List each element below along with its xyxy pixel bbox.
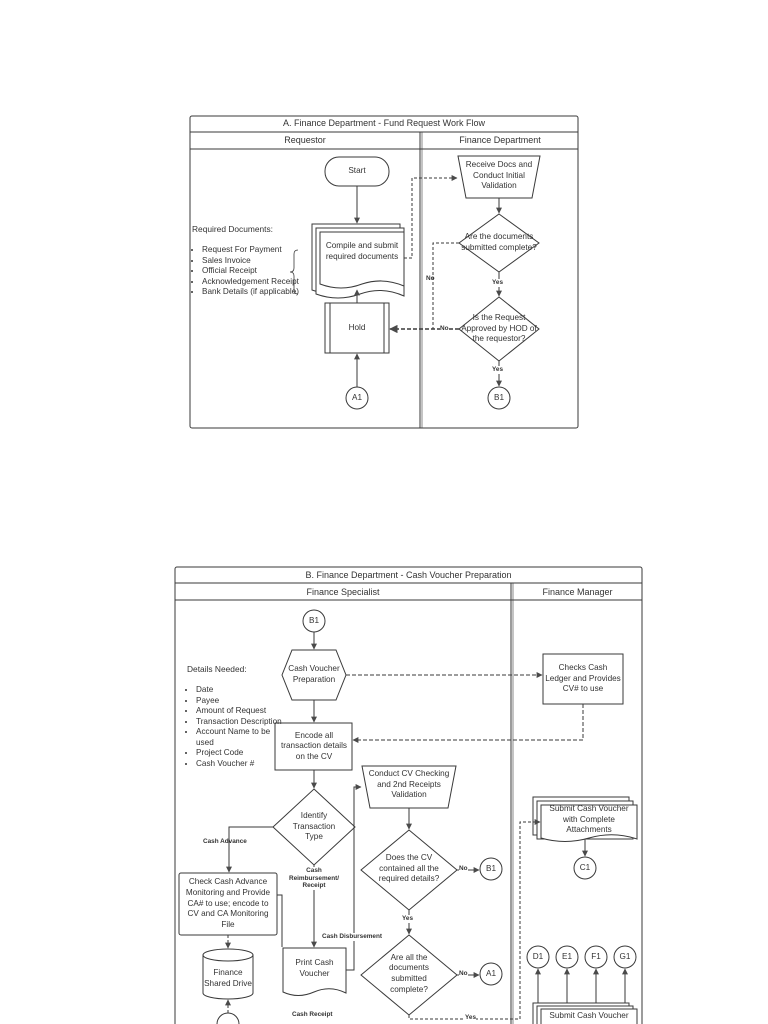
connector-c1-label: C1: [579, 862, 591, 872]
detail-item: Payee: [196, 696, 284, 707]
cash-reimbursement-label: Cash Reimbursement/ Receipt: [283, 867, 345, 891]
detail-item: Project Code: [196, 748, 284, 759]
detail-item: Amount of Request: [196, 706, 284, 717]
encode-label: Encode all transaction details on the CV: [281, 730, 347, 761]
check-ca-label: Check Cash Advance Monitoring and Provid…: [185, 877, 271, 929]
flow-b: [174, 249, 643, 1024]
compile-label: Compile and submit required documents: [325, 241, 399, 261]
cv-prep-shape: [281, 649, 347, 701]
cash-disbursement-label: Cash Disbursement: [322, 933, 383, 941]
identify-type-label: Identify Transaction Type: [292, 811, 336, 842]
flow-a-frame: [189, 115, 579, 429]
detail-item: Transaction Description: [196, 717, 284, 728]
detail-item: Date: [196, 685, 284, 696]
conduct-check-label: Conduct CV Checking and 2nd Receipts Val…: [368, 769, 450, 800]
required-docs-title: Required Documents:: [192, 224, 273, 234]
submit-cv-attachments-label: Submit Cash Voucher with Complete Attach…: [549, 804, 629, 835]
connector-e1-label: E1: [561, 951, 572, 961]
flow-a-lane-finance: Finance Department: [459, 135, 541, 145]
connector-b1-label: B1: [493, 392, 504, 402]
yes-label-a2: Yes: [492, 366, 504, 374]
no-label-b2: No: [459, 970, 468, 978]
flow-b-lane-manager: Finance Manager: [542, 587, 613, 597]
details-needed-list: Date Payee Amount of Request Transaction…: [186, 685, 284, 769]
flow-a: [189, 115, 579, 429]
flow-b-frame: [174, 566, 643, 1024]
decision-cv-label: Does the CV contained all the required d…: [378, 853, 440, 884]
cash-receipt-label: Cash Receipt: [292, 1011, 333, 1018]
compile-documents-shape: [319, 231, 405, 289]
detail-item: Cash Voucher #: [196, 759, 284, 770]
required-doc-item: Bank Details (if applicable): [202, 287, 306, 298]
required-docs-list: Request For Payment Sales Invoice Offici…: [192, 245, 306, 298]
flow-a-lane-requestor: Requestor: [284, 135, 326, 145]
yes-label-b2: Yes: [465, 1014, 477, 1022]
yes-label-a1: Yes: [492, 279, 504, 287]
required-doc-item: Official Receipt: [202, 266, 306, 277]
no-label-a2: No: [440, 325, 449, 333]
cash-advance-label: Cash Advance: [203, 838, 247, 845]
print-cv-shape: [282, 947, 347, 996]
detail-item: Account Name to be used: [196, 727, 284, 748]
required-doc-item: Request For Payment: [202, 245, 306, 256]
submit-cv-2-label: Submit Cash Voucher: [549, 1010, 629, 1020]
flow-b-lane-specialist: Finance Specialist: [306, 587, 380, 597]
connector-d1-label: D1: [532, 951, 544, 961]
connector-b1-right-label: B1: [485, 863, 496, 873]
connector-f1-label: F1: [591, 951, 601, 961]
connector-g1-label: G1: [619, 951, 631, 961]
receive-docs-label: Receive Docs and Conduct Initial Validat…: [465, 160, 533, 191]
decision-complete-label: Are the documents submitted complete?: [461, 232, 537, 252]
yes-label-b1: Yes: [402, 915, 414, 923]
shared-drive-label: Finance Shared Drive: [204, 968, 252, 988]
no-label-a1: No: [426, 275, 435, 282]
submit-cv-2-shape: [540, 1008, 638, 1024]
hold-label: Hold: [348, 322, 366, 332]
decision-docs-label: Are all the documents submitted complete…: [388, 952, 430, 994]
details-needed-title: Details Needed:: [187, 664, 247, 674]
connector-b1-circle: [487, 386, 511, 410]
cv-prep-label: Cash Voucher Preparation: [288, 664, 340, 684]
decision-hod-label: Is the Request Approved by HOD of the re…: [461, 313, 537, 344]
checks-ledger-label: Checks Cash Ledger and Provides CV# to u…: [545, 663, 621, 694]
required-doc-item: Sales Invoice: [202, 256, 306, 267]
flow-a-title: A. Finance Department - Fund Request Wor…: [283, 118, 485, 128]
submit-cv-attachments-shape: [540, 804, 638, 842]
checks-ledger-shape: [542, 653, 624, 705]
print-cv-label: Print Cash Voucher: [295, 958, 334, 978]
receive-docs-shape: [457, 155, 541, 199]
shared-drive-shape: [202, 955, 254, 1000]
connector-a1-right-label: A1: [485, 968, 496, 978]
required-doc-item: Acknowledgement Receipt: [202, 277, 306, 288]
conduct-check-shape: [361, 765, 457, 809]
no-label-b1: No: [459, 865, 468, 873]
connector-a1-label: A1: [351, 392, 362, 402]
start-label: Start: [348, 166, 366, 176]
flow-b-title: B. Finance Department - Cash Voucher Pre…: [305, 570, 512, 580]
connector-b1-top-label: B1: [308, 615, 319, 625]
